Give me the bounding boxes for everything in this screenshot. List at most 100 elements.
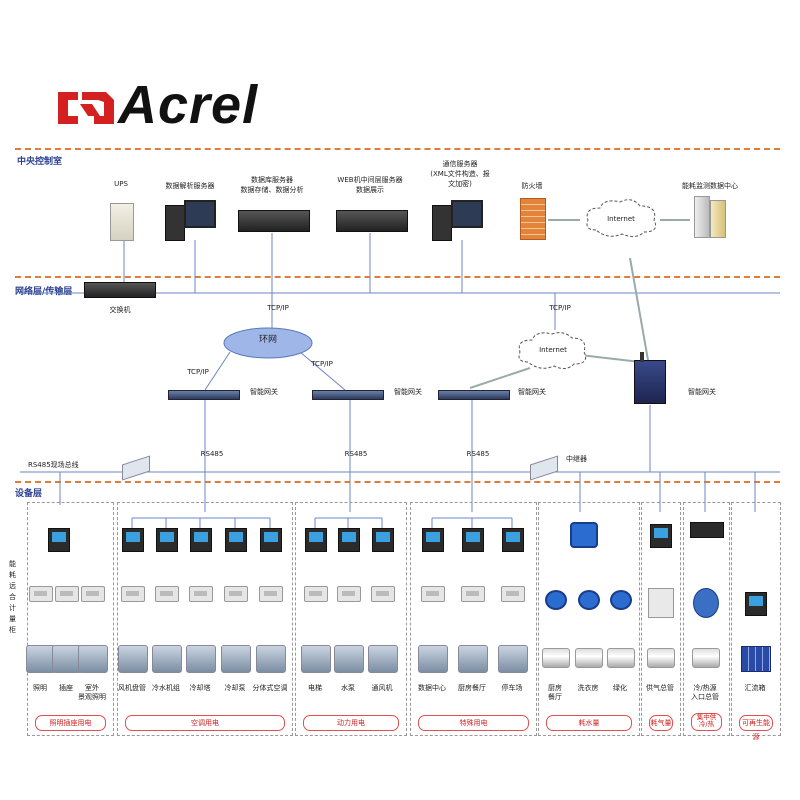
- rs485-label-3: RS485: [466, 450, 490, 458]
- item-label: 插座: [59, 684, 73, 692]
- group-box: [27, 502, 114, 736]
- power-meter-icon: [122, 528, 144, 552]
- tcpip-label-4: TCP/IP: [311, 360, 333, 368]
- breaker-icon: [371, 586, 395, 602]
- divider-device: [15, 481, 780, 483]
- internet-cloud-icon-2: [518, 332, 587, 370]
- power-meter-icon: [462, 528, 484, 552]
- load-device-icon: [368, 645, 398, 673]
- datacenter-label: 能耗监测数据中心: [682, 182, 738, 190]
- load-device-icon: [418, 645, 448, 673]
- side-label-char: 合: [9, 593, 16, 601]
- item-label: 供气总管: [646, 684, 674, 692]
- item-label: 冷水机组: [152, 684, 180, 692]
- load-device-icon: [118, 645, 148, 673]
- group-box: [683, 502, 730, 736]
- item-label: 照明: [33, 684, 47, 692]
- load-device-icon: [26, 645, 56, 673]
- power-meter-icon: [372, 528, 394, 552]
- group-box: [410, 502, 537, 736]
- side-label-char: 能: [9, 560, 16, 568]
- internet-label-mid: Internet: [539, 346, 567, 354]
- gateway-4-label: 智能网关: [688, 388, 716, 396]
- group-box: [117, 502, 293, 736]
- load-device-icon: [152, 645, 182, 673]
- parse-server-monitor-icon: [184, 200, 216, 228]
- side-label-char: 柜: [9, 626, 16, 634]
- power-meter-icon: [260, 528, 282, 552]
- switch-icon: [84, 282, 156, 298]
- power-meter-icon: [156, 528, 178, 552]
- divider-central: [15, 148, 780, 150]
- group-tag: 动力用电: [303, 715, 399, 731]
- ups-icon: [110, 203, 134, 241]
- group-box: [538, 502, 640, 736]
- water-meter-icon: [610, 590, 632, 610]
- item-label: 景观照明: [78, 693, 106, 701]
- comm-server-label-3: 文加密): [448, 180, 472, 188]
- comm-server-label-2: (XML文件构造、报: [430, 170, 490, 178]
- tcpip-label-2: TCP/IP: [549, 304, 571, 312]
- group-tag: 照明插座用电: [35, 715, 106, 731]
- breaker-icon: [337, 586, 361, 602]
- group-tag: 特殊用电: [418, 715, 529, 731]
- gateway-3-icon: [438, 390, 510, 400]
- firewall-label: 防火墙: [521, 182, 543, 190]
- web-server-label-1: WEB机中间层服务器: [337, 176, 403, 184]
- repeater-label: 中继器: [566, 455, 587, 463]
- item-label: 入口总管: [691, 693, 719, 701]
- power-meter-icon: [338, 528, 360, 552]
- antenna-icon: [640, 352, 644, 362]
- wireless-gateway-icon: [634, 360, 666, 404]
- group-tag: 集中供冷/热: [691, 713, 722, 731]
- internet-cloud-icon: [586, 199, 657, 238]
- internet-label-top: Internet: [607, 215, 635, 223]
- pipe-icon: [542, 648, 570, 668]
- breaker-icon: [189, 586, 213, 602]
- item-label: 通风机: [371, 684, 393, 692]
- power-meter-icon: [225, 528, 247, 552]
- item-label: 风机盘管: [118, 684, 146, 692]
- breaker-icon: [304, 586, 328, 602]
- breaker-icon: [259, 586, 283, 602]
- item-label: 汇流箱: [744, 684, 766, 692]
- group-box: [731, 502, 781, 736]
- breaker-icon: [501, 586, 525, 602]
- power-meter-icon: [745, 592, 767, 616]
- item-label: 冷却泵: [224, 684, 246, 692]
- load-device-icon: [78, 645, 108, 673]
- breaker-icon: [461, 586, 485, 602]
- gateway-2-icon: [312, 390, 384, 400]
- layer-device-label: 设备层: [15, 489, 43, 499]
- tcpip-label-3: TCP/IP: [187, 368, 209, 376]
- gateway-1-label: 智能网关: [250, 388, 278, 396]
- gateway-2-label: 智能网关: [394, 388, 422, 396]
- breaker-icon: [155, 586, 179, 602]
- comm-server-label-1: 通信服务器: [442, 160, 478, 168]
- item-label: 绿化: [613, 684, 627, 692]
- acrel-logo-icon: [58, 92, 114, 124]
- datacenter-icon: [694, 196, 710, 238]
- ring-network-icon: [223, 327, 313, 359]
- group-box: [295, 502, 407, 736]
- divider-network: [15, 276, 780, 278]
- water-meter-icon: [545, 590, 567, 610]
- power-meter-icon: [422, 528, 444, 552]
- comm-server-tower-icon: [432, 205, 452, 241]
- rs485-label-2: RS485: [344, 450, 368, 458]
- item-label: 冷/热源: [693, 684, 717, 692]
- ups-label: UPS: [114, 180, 128, 188]
- breaker-icon: [421, 586, 445, 602]
- group-tag: 耗气量: [649, 715, 673, 731]
- power-meter-icon: [190, 528, 212, 552]
- item-label: 室外: [85, 684, 99, 692]
- group-tag-line: 集中供: [696, 713, 717, 721]
- load-device-icon: [221, 645, 251, 673]
- item-label: 餐厅: [548, 693, 562, 701]
- breaker-icon: [81, 586, 105, 602]
- datacenter-icon-2: [710, 200, 726, 238]
- load-device-icon: [334, 645, 364, 673]
- web-server-label-2: 数据展示: [356, 186, 384, 194]
- rs485-bus-label: RS485现场总线: [28, 461, 79, 469]
